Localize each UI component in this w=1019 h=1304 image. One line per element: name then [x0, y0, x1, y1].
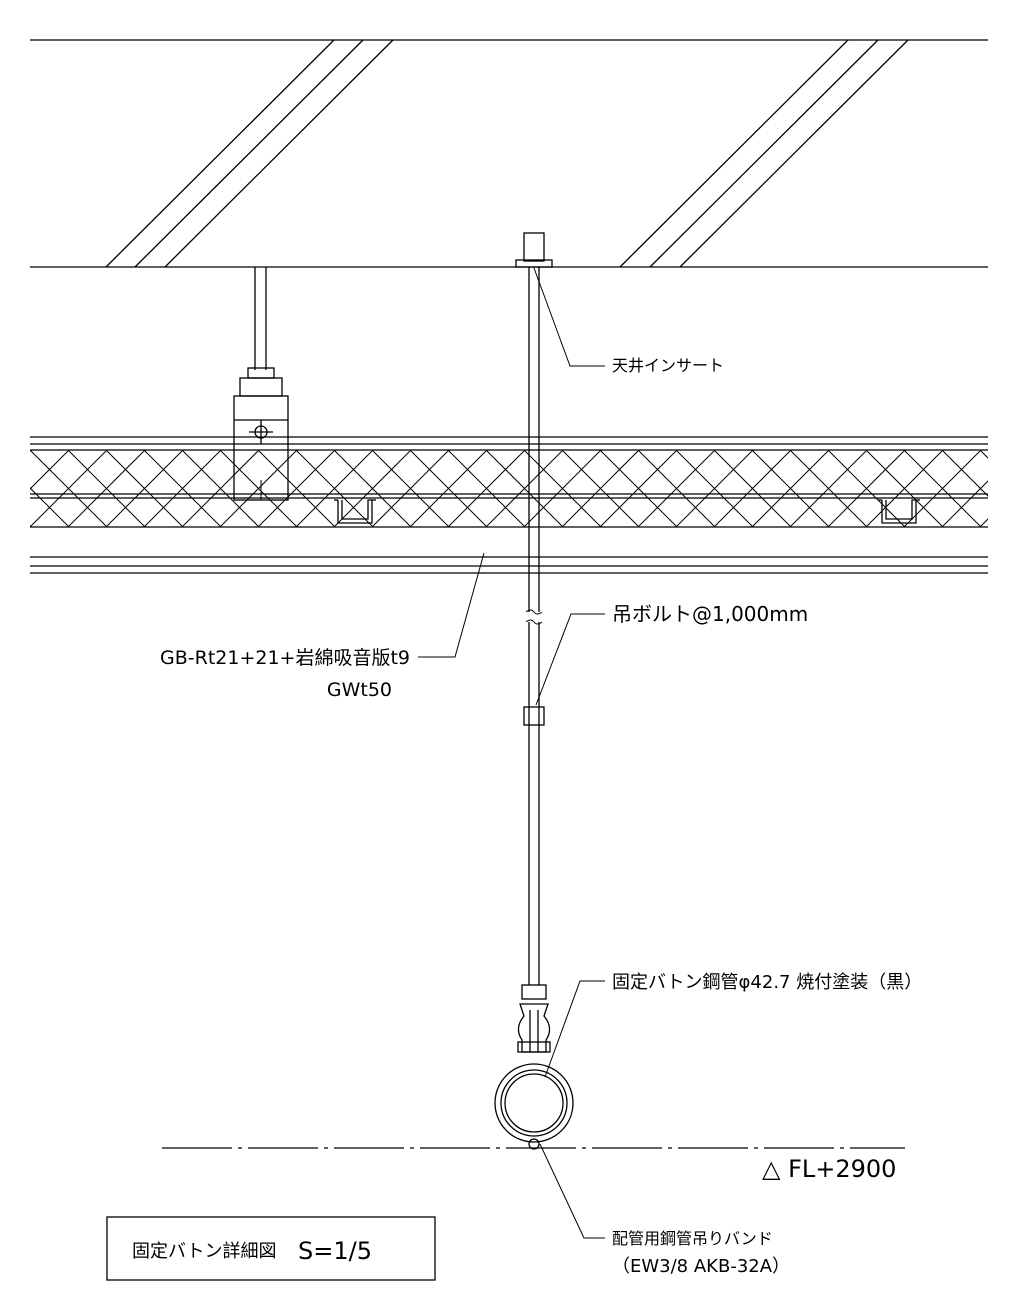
hatch-line [181, 450, 260, 527]
hatch-line [713, 450, 792, 527]
drawing-scale: S=1/5 [298, 1237, 372, 1265]
c-channel-right [878, 499, 920, 524]
hatch-line [941, 480, 988, 527]
hatch-line [219, 450, 298, 527]
hatch-line [751, 450, 830, 527]
hatch-line [333, 450, 412, 527]
ceiling-insert-label: 天井インサート [612, 356, 724, 375]
hatch-line [979, 450, 988, 459]
batten-pipe-label: 固定バトン鋼管φ42.7 焼付塗装（黒） [612, 971, 922, 993]
left-hanger [233, 267, 289, 501]
hatch-line [637, 450, 716, 527]
hatch-line [675, 450, 754, 527]
hatch-line [30, 487, 70, 527]
hatch-line [30, 450, 32, 452]
hatch-line [30, 525, 32, 527]
hatch-line [599, 450, 678, 527]
hatch-line [67, 450, 146, 527]
drawing-title: 固定バトン詳細図 [132, 1241, 277, 1262]
hatch-line [30, 450, 108, 527]
ceiling-insert [515, 232, 553, 268]
hatch-line [523, 450, 602, 527]
hatch-line [295, 450, 374, 527]
hatch-line [447, 450, 526, 527]
hatch-line [143, 450, 222, 527]
hatch-line [371, 450, 450, 527]
hanger-bolt [523, 267, 545, 985]
pipe-band [494, 984, 574, 1150]
hatch-line [789, 450, 868, 527]
hatch-line [865, 450, 944, 527]
concrete-slab [30, 39, 988, 268]
pipe-band-spec-label: （EW3/8 AKB-32A） [612, 1256, 790, 1277]
hatch-line [409, 450, 488, 527]
pipe-band-label: 配管用鋼管吊りバンド [612, 1229, 773, 1248]
title-block: 固定バトン詳細図 S=1/5 [106, 1216, 436, 1281]
glass-wool-label: GWt50 [327, 679, 392, 701]
leader-lines [418, 267, 605, 1239]
hatch-line [105, 450, 184, 527]
hatch-line [30, 450, 70, 490]
hanger-bolt-label: 吊ボルト@1,000mm [612, 602, 808, 626]
c-channel-left [334, 499, 376, 524]
floor-level-label: △ FL+2900 [762, 1155, 896, 1183]
ceiling-layers [30, 436, 988, 574]
ceiling-board-label: GB-Rt21+21+岩綿吸音版t9 [160, 647, 410, 669]
hatch-line [257, 450, 336, 527]
hatch-line [485, 450, 564, 527]
hatch-line [903, 450, 982, 527]
hatch-line [827, 450, 906, 527]
hatch-line [561, 450, 640, 527]
hatch-line [979, 518, 988, 527]
